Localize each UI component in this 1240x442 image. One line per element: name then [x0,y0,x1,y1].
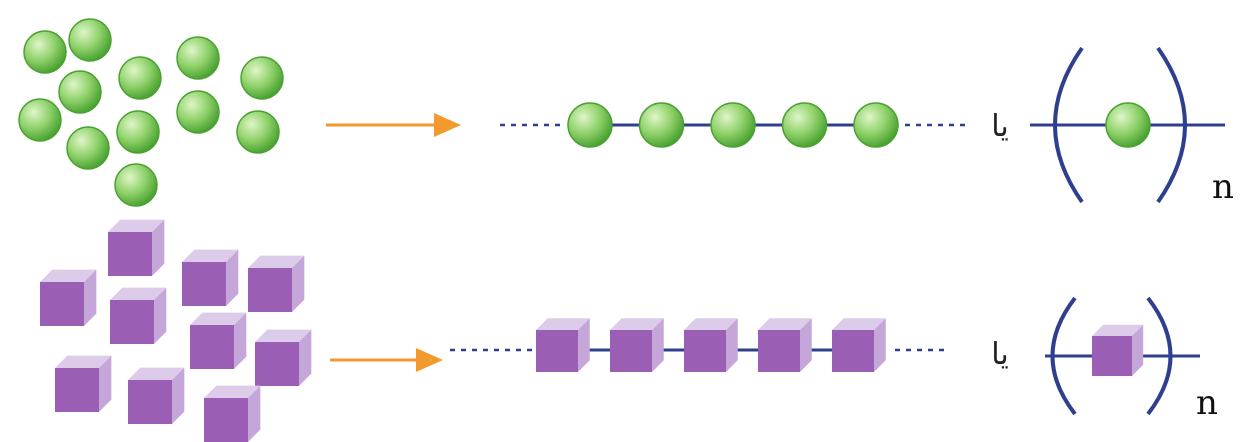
sphere-monomer [118,56,162,100]
chain-cube-unit [536,318,590,372]
sphere-monomer [68,18,112,62]
cube-monomer [204,385,261,442]
sphere-monomer-cluster [18,18,284,207]
chain-sphere-unit [567,102,613,148]
cube-monomer [255,329,312,386]
chain-cube-unit [832,318,886,372]
cube-monomer-cluster [40,219,312,442]
cube-monomer [248,255,305,312]
cube-monomer [182,249,239,306]
sphere-monomer [176,90,220,134]
chain-sphere-unit [853,102,899,148]
right-bracket [1156,46,1187,204]
cube-monomer [128,367,185,424]
chain-cube-unit [610,318,664,372]
cube-polymer-chain [450,318,950,372]
sphere-monomer [66,126,110,170]
left-bracket [1050,296,1077,416]
cube-monomer [55,355,112,412]
cube-monomer [190,312,247,369]
subscript-n-sphere: n [1212,167,1234,207]
sphere-monomer [116,110,160,154]
repeat-sphere-unit [1105,102,1151,148]
chain-sphere-unit [638,102,685,148]
sphere-row: يا n [18,18,1234,207]
or-label-cube: يا [991,337,1009,372]
chain-cube-unit [684,318,738,372]
sphere-monomer [176,36,220,80]
chain-sphere-unit [781,102,828,148]
sphere-monomer [240,56,284,100]
sphere-monomer [114,163,158,207]
chain-cube-unit [758,318,812,372]
cube-monomer [110,287,167,344]
subscript-n-cube: n [1196,383,1218,423]
cube-monomer [40,269,97,326]
cube-monomer [108,219,165,276]
sphere-monomer [23,30,67,74]
cube-repeat-unit [1045,296,1200,416]
or-label-sphere: يا [991,109,1009,144]
chain-sphere-unit [710,102,756,148]
sphere-monomer [18,98,62,142]
cube-row: يا n [40,219,1218,442]
left-bracket [1053,46,1084,204]
sphere-monomer [236,110,280,154]
right-bracket [1146,296,1173,416]
sphere-monomer [58,70,102,114]
sphere-polymer-chain [500,102,970,148]
repeat-cube-unit [1092,324,1144,376]
sphere-repeat-unit [1030,46,1225,204]
